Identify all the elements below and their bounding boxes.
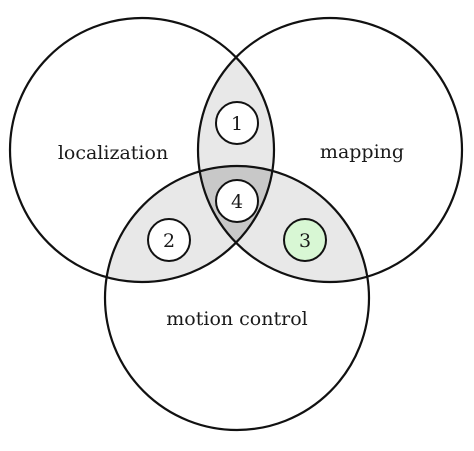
region-marker-2: 2	[147, 218, 191, 262]
motion-control-label: motion control	[166, 308, 307, 330]
region-marker-4-label: 4	[231, 191, 243, 213]
motion-control-circle	[103, 164, 371, 432]
localization-label: localization	[58, 142, 168, 164]
region-marker-3: 3	[283, 218, 327, 262]
mapping-circle	[196, 16, 464, 284]
region-marker-1: 1	[215, 101, 259, 145]
region-marker-2-label: 2	[163, 230, 175, 252]
region-marker-4: 4	[215, 179, 259, 223]
mapping-label: mapping	[320, 141, 404, 163]
localization-circle	[8, 16, 276, 284]
region-marker-3-label: 3	[299, 230, 311, 252]
region-marker-1-label: 1	[231, 113, 243, 135]
